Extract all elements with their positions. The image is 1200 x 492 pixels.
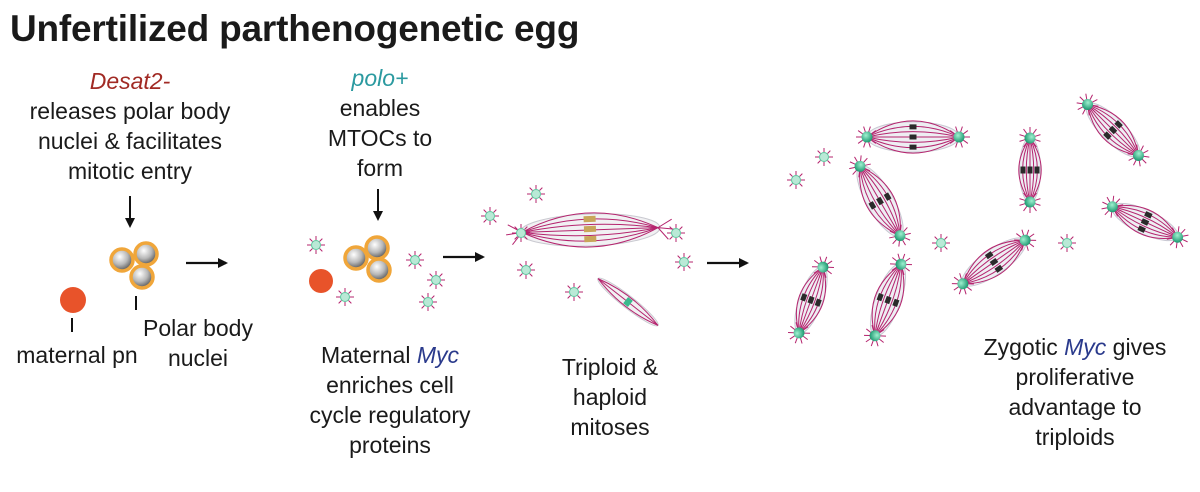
zygotic-spindles bbox=[788, 93, 1189, 347]
centrosome-7 bbox=[481, 207, 499, 225]
spindle-8 bbox=[863, 253, 913, 347]
maternal-pronucleus-2 bbox=[309, 269, 333, 293]
polo-line-1: enables bbox=[339, 95, 421, 121]
polo-line-3: form bbox=[357, 155, 403, 181]
centrosome-6 bbox=[527, 185, 545, 203]
centrosome-4 bbox=[419, 293, 437, 311]
spindle-4 bbox=[849, 155, 911, 247]
centrosome-1 bbox=[307, 236, 325, 254]
desat2-line-2: nuclei & facilitates bbox=[37, 128, 223, 154]
triploid-spindle bbox=[506, 212, 675, 248]
maternal-myc-line-3: cycle regulatory bbox=[309, 402, 471, 428]
maternal-myc-line-2: enriches cell bbox=[326, 372, 454, 398]
zygotic-myc-line-2: proliferative bbox=[1015, 364, 1135, 390]
centrosome-16 bbox=[1058, 234, 1076, 252]
polo-label: polo+ enables MTOCs to form bbox=[300, 63, 460, 183]
centrosome-2 bbox=[336, 288, 354, 306]
centrosome-14 bbox=[787, 171, 805, 189]
maternal-myc-gene: Myc bbox=[416, 342, 460, 368]
zygotic-myc-suffix: gives bbox=[1106, 334, 1167, 360]
spindle-5 bbox=[1101, 195, 1189, 249]
polar-body-label: Polar body nuclei bbox=[128, 313, 268, 373]
polo-gene: polo+ bbox=[351, 65, 409, 91]
haploid-spindle bbox=[597, 277, 659, 327]
centrosome-11 bbox=[675, 253, 693, 271]
polo-line-2: MTOCs to bbox=[327, 125, 433, 151]
centrosome-13 bbox=[815, 148, 833, 166]
polar-body-nuclei-2 bbox=[343, 235, 392, 283]
spindle-1 bbox=[856, 120, 970, 154]
zygotic-myc-line-4: triploids bbox=[1035, 424, 1115, 450]
triploid-line-2: haploid bbox=[572, 384, 648, 410]
maternal-pn-label: maternal pn bbox=[16, 342, 138, 368]
centrosome-9 bbox=[565, 283, 583, 301]
triploid-label: Triploid & haploid mitoses bbox=[540, 352, 680, 442]
maternal-myc-line-4: proteins bbox=[349, 432, 431, 458]
maternal-pronucleus-1 bbox=[60, 287, 86, 313]
zygotic-myc-prefix: Zygotic bbox=[983, 334, 1065, 360]
free-centrosomes bbox=[307, 148, 1076, 311]
polar-body-line-2: nuclei bbox=[167, 345, 229, 371]
figure-title: Unfertilized parthenogenetic egg bbox=[10, 8, 580, 49]
zygotic-myc-line-3: advantage to bbox=[1008, 394, 1142, 420]
centrosome-8 bbox=[517, 261, 535, 279]
triploid-line-3: mitoses bbox=[570, 414, 650, 440]
centrosome-3 bbox=[406, 251, 424, 269]
desat2-line-1: releases polar body bbox=[29, 98, 231, 124]
centrosome-15 bbox=[932, 234, 950, 252]
centrosome-10 bbox=[667, 224, 685, 242]
centrosome-5 bbox=[427, 271, 445, 289]
zygotic-myc-label: Zygotic Myc gives proliferative advantag… bbox=[955, 332, 1195, 452]
spindle-3 bbox=[1018, 127, 1042, 213]
polar-body-nuclei-1 bbox=[109, 241, 159, 290]
maternal-myc-label: Maternal Myc enriches cell cycle regulat… bbox=[285, 340, 495, 460]
polar-body-line-1: Polar body bbox=[143, 315, 253, 341]
centrosome-12 bbox=[512, 224, 530, 242]
maternal-myc-prefix: Maternal bbox=[320, 342, 417, 368]
spindle-6 bbox=[951, 229, 1037, 295]
desat2-label: Desat2- releases polar body nuclei & fac… bbox=[10, 66, 250, 186]
spindle-7 bbox=[788, 256, 834, 344]
zygotic-myc-gene: Myc bbox=[1064, 334, 1107, 360]
desat2-gene: Desat2- bbox=[89, 68, 171, 94]
desat2-line-3: mitotic entry bbox=[68, 158, 192, 184]
triploid-line-1: Triploid & bbox=[561, 354, 659, 380]
spindle-2 bbox=[1076, 93, 1150, 167]
